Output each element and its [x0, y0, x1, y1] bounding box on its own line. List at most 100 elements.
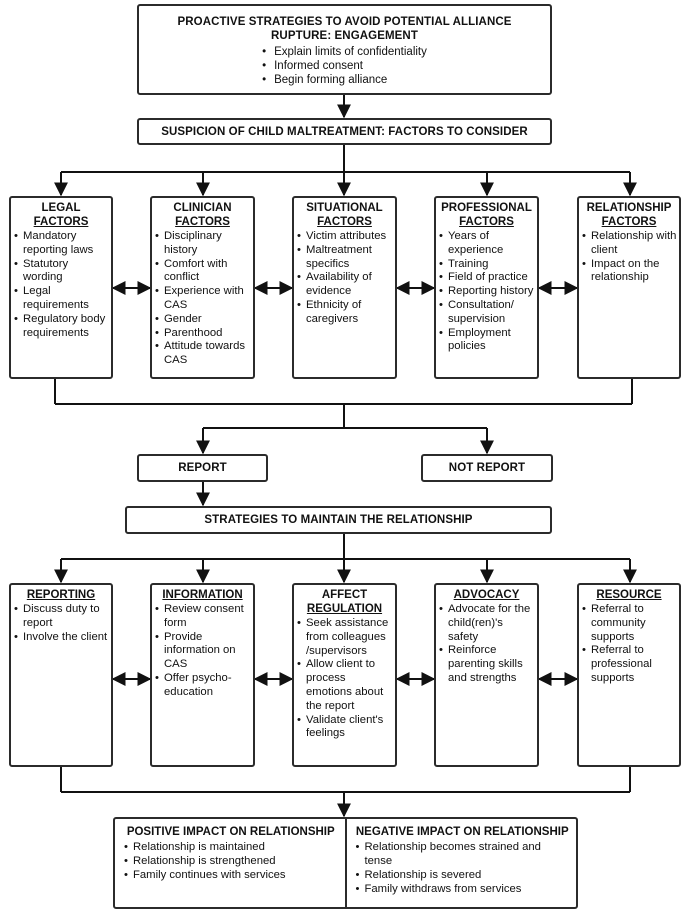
- list-item: Ethnicity of caregivers: [297, 299, 393, 327]
- professional-factors-box: PROFESSIONAL FACTORS Years of experience…: [434, 196, 539, 379]
- title-line-2: REGULATION: [306, 603, 383, 615]
- title-line-1: LEGAL: [41, 202, 81, 214]
- list-item: Mandatory reporting laws: [14, 230, 109, 258]
- list-item: Legal requirements: [14, 285, 109, 313]
- list-item: Gender: [155, 313, 251, 327]
- negative-impact-title: NEGATIVE IMPACT ON RELATIONSHIP: [355, 826, 569, 838]
- list-item: Relationship with client: [582, 230, 677, 258]
- list-item: Begin forming alliance: [262, 73, 427, 87]
- list-item: Relationship becomes strained and tense: [356, 840, 571, 868]
- list-item: Relationship is maintained: [124, 840, 339, 854]
- clinician-factors-box: CLINICIAN FACTORS Disciplinary history C…: [150, 196, 255, 379]
- situational-factors-box: SITUATIONAL FACTORS Victim attributes Ma…: [292, 196, 397, 379]
- title-line-2: FACTORS: [33, 216, 89, 228]
- report-label: REPORT: [178, 462, 227, 474]
- negative-impact-list: Relationship becomes strained and tense …: [353, 840, 573, 896]
- list-item: Employment policies: [439, 327, 535, 355]
- title-line-1: AFFECT: [321, 589, 368, 601]
- list-item: Family continues with services: [124, 868, 339, 882]
- list-item: Regulatory body requirements: [14, 313, 109, 341]
- list-item: Comfort with conflict: [155, 258, 251, 286]
- engagement-title: PROACTIVE STRATEGIES TO AVOID POTENTIAL …: [177, 16, 512, 42]
- list-item: Seek assistance from colleagues /supervi…: [297, 617, 393, 658]
- title-line-1: RELATIONSHIP: [586, 202, 672, 214]
- title-line-1: SITUATIONAL: [306, 202, 383, 214]
- information-title: INFORMATION: [152, 588, 253, 602]
- clinician-factors-title: CLINICIAN FACTORS: [152, 201, 253, 229]
- title-line: RESOURCE: [596, 589, 662, 601]
- affect-regulation-title: AFFECT REGULATION: [294, 588, 395, 616]
- list-item: Maltreatment specifics: [297, 244, 393, 272]
- relationship-factors-list: Relationship with client Impact on the r…: [579, 230, 679, 285]
- title-line-1: CLINICIAN: [173, 202, 232, 214]
- title-line-2: FACTORS: [175, 216, 230, 228]
- title-line: REPORTING: [26, 589, 96, 601]
- professional-factors-title: PROFESSIONAL FACTORS: [436, 201, 537, 229]
- title-line-2: FACTORS: [317, 216, 372, 228]
- list-item: Attitude towards CAS: [155, 340, 251, 368]
- information-box: INFORMATION Review consent form Provide …: [150, 583, 255, 767]
- negative-impact-panel: NEGATIVE IMPACT ON RELATIONSHIP Relation…: [344, 819, 577, 907]
- list-item: Offer psycho-education: [155, 672, 251, 700]
- reporting-list: Discuss duty to report Involve the clien…: [11, 603, 111, 644]
- relationship-factors-box: RELATIONSHIP FACTORS Relationship with c…: [577, 196, 681, 379]
- list-item: Statutory wording: [14, 258, 109, 286]
- not-report-label: NOT REPORT: [448, 462, 526, 474]
- strategies-box: STRATEGIES TO MAINTAIN THE RELATIONSHIP: [125, 506, 552, 534]
- resource-list: Referral to community supports Referral …: [579, 603, 679, 686]
- reporting-title: REPORTING: [11, 588, 111, 602]
- advocacy-title: ADVOCACY: [436, 588, 537, 602]
- list-item: Parenthood: [155, 327, 251, 341]
- list-item: Advocate for the child(ren)'s safety: [439, 603, 535, 644]
- legal-factors-title: LEGAL FACTORS: [11, 201, 111, 229]
- legal-factors-list: Mandatory reporting laws Statutory wordi…: [11, 230, 111, 340]
- report-box: REPORT: [137, 454, 268, 482]
- advocacy-list: Advocate for the child(ren)'s safety Rei…: [436, 603, 537, 686]
- suspicion-box: SUSPICION OF CHILD MALTREATMENT: FACTORS…: [137, 118, 552, 145]
- list-item: Consultation/ supervision: [439, 299, 535, 327]
- list-item: Provide information on CAS: [155, 631, 251, 672]
- title-line-1: PROFESSIONAL: [441, 202, 532, 214]
- professional-factors-list: Years of experience Training Field of pr…: [436, 230, 537, 354]
- list-item: Relationship is severed: [356, 868, 571, 882]
- list-item: Involve the client: [14, 631, 109, 645]
- positive-impact-list: Relationship is maintained Relationship …: [121, 840, 341, 882]
- suspicion-title: SUSPICION OF CHILD MALTREATMENT: FACTORS…: [161, 125, 528, 138]
- list-item: Years of experience: [439, 230, 535, 258]
- title-line-2: FACTORS: [459, 216, 514, 228]
- engagement-box: PROACTIVE STRATEGIES TO AVOID POTENTIAL …: [137, 4, 552, 95]
- list-item: Referral to professional supports: [582, 644, 677, 685]
- list-item: Impact on the relationship: [582, 258, 677, 286]
- resource-title: RESOURCE: [579, 588, 679, 602]
- situational-factors-title: SITUATIONAL FACTORS: [294, 201, 395, 229]
- list-item: Informed consent: [262, 59, 427, 73]
- list-item: Availability of evidence: [297, 271, 393, 299]
- situational-factors-list: Victim attributes Maltreatment specifics…: [294, 230, 395, 327]
- list-item: Disciplinary history: [155, 230, 251, 258]
- reporting-box: REPORTING Discuss duty to report Involve…: [9, 583, 113, 767]
- impact-box: POSITIVE IMPACT ON RELATIONSHIP Relation…: [113, 817, 578, 909]
- information-list: Review consent form Provide information …: [152, 603, 253, 700]
- title-line-2: FACTORS: [601, 216, 657, 228]
- title-line: ADVOCACY: [453, 589, 520, 601]
- strategies-title: STRATEGIES TO MAINTAIN THE RELATIONSHIP: [204, 514, 473, 526]
- list-item: Reinforce parenting skills and strengths: [439, 644, 535, 685]
- positive-impact-panel: POSITIVE IMPACT ON RELATIONSHIP Relation…: [115, 819, 345, 907]
- list-item: Training: [439, 258, 535, 272]
- list-item: Discuss duty to report: [14, 603, 109, 631]
- list-item: Relationship is strengthened: [124, 854, 339, 868]
- clinician-factors-list: Disciplinary history Comfort with confli…: [152, 230, 253, 368]
- title-line: INFORMATION: [162, 589, 243, 601]
- legal-factors-box: LEGAL FACTORS Mandatory reporting laws S…: [9, 196, 113, 379]
- list-item: Referral to community supports: [582, 603, 677, 644]
- list-item: Reporting history: [439, 285, 535, 299]
- list-item: Experience with CAS: [155, 285, 251, 313]
- list-item: Victim attributes: [297, 230, 393, 244]
- list-item: Explain limits of confidentiality: [262, 45, 427, 59]
- affect-regulation-list: Seek assistance from colleagues /supervi…: [294, 617, 395, 741]
- list-item: Family withdraws from services: [356, 882, 571, 896]
- not-report-box: NOT REPORT: [421, 454, 553, 482]
- affect-regulation-box: AFFECT REGULATION Seek assistance from c…: [292, 583, 397, 767]
- list-item: Allow client to process emotions about t…: [297, 658, 393, 713]
- list-item: Validate client's feelings: [297, 714, 393, 742]
